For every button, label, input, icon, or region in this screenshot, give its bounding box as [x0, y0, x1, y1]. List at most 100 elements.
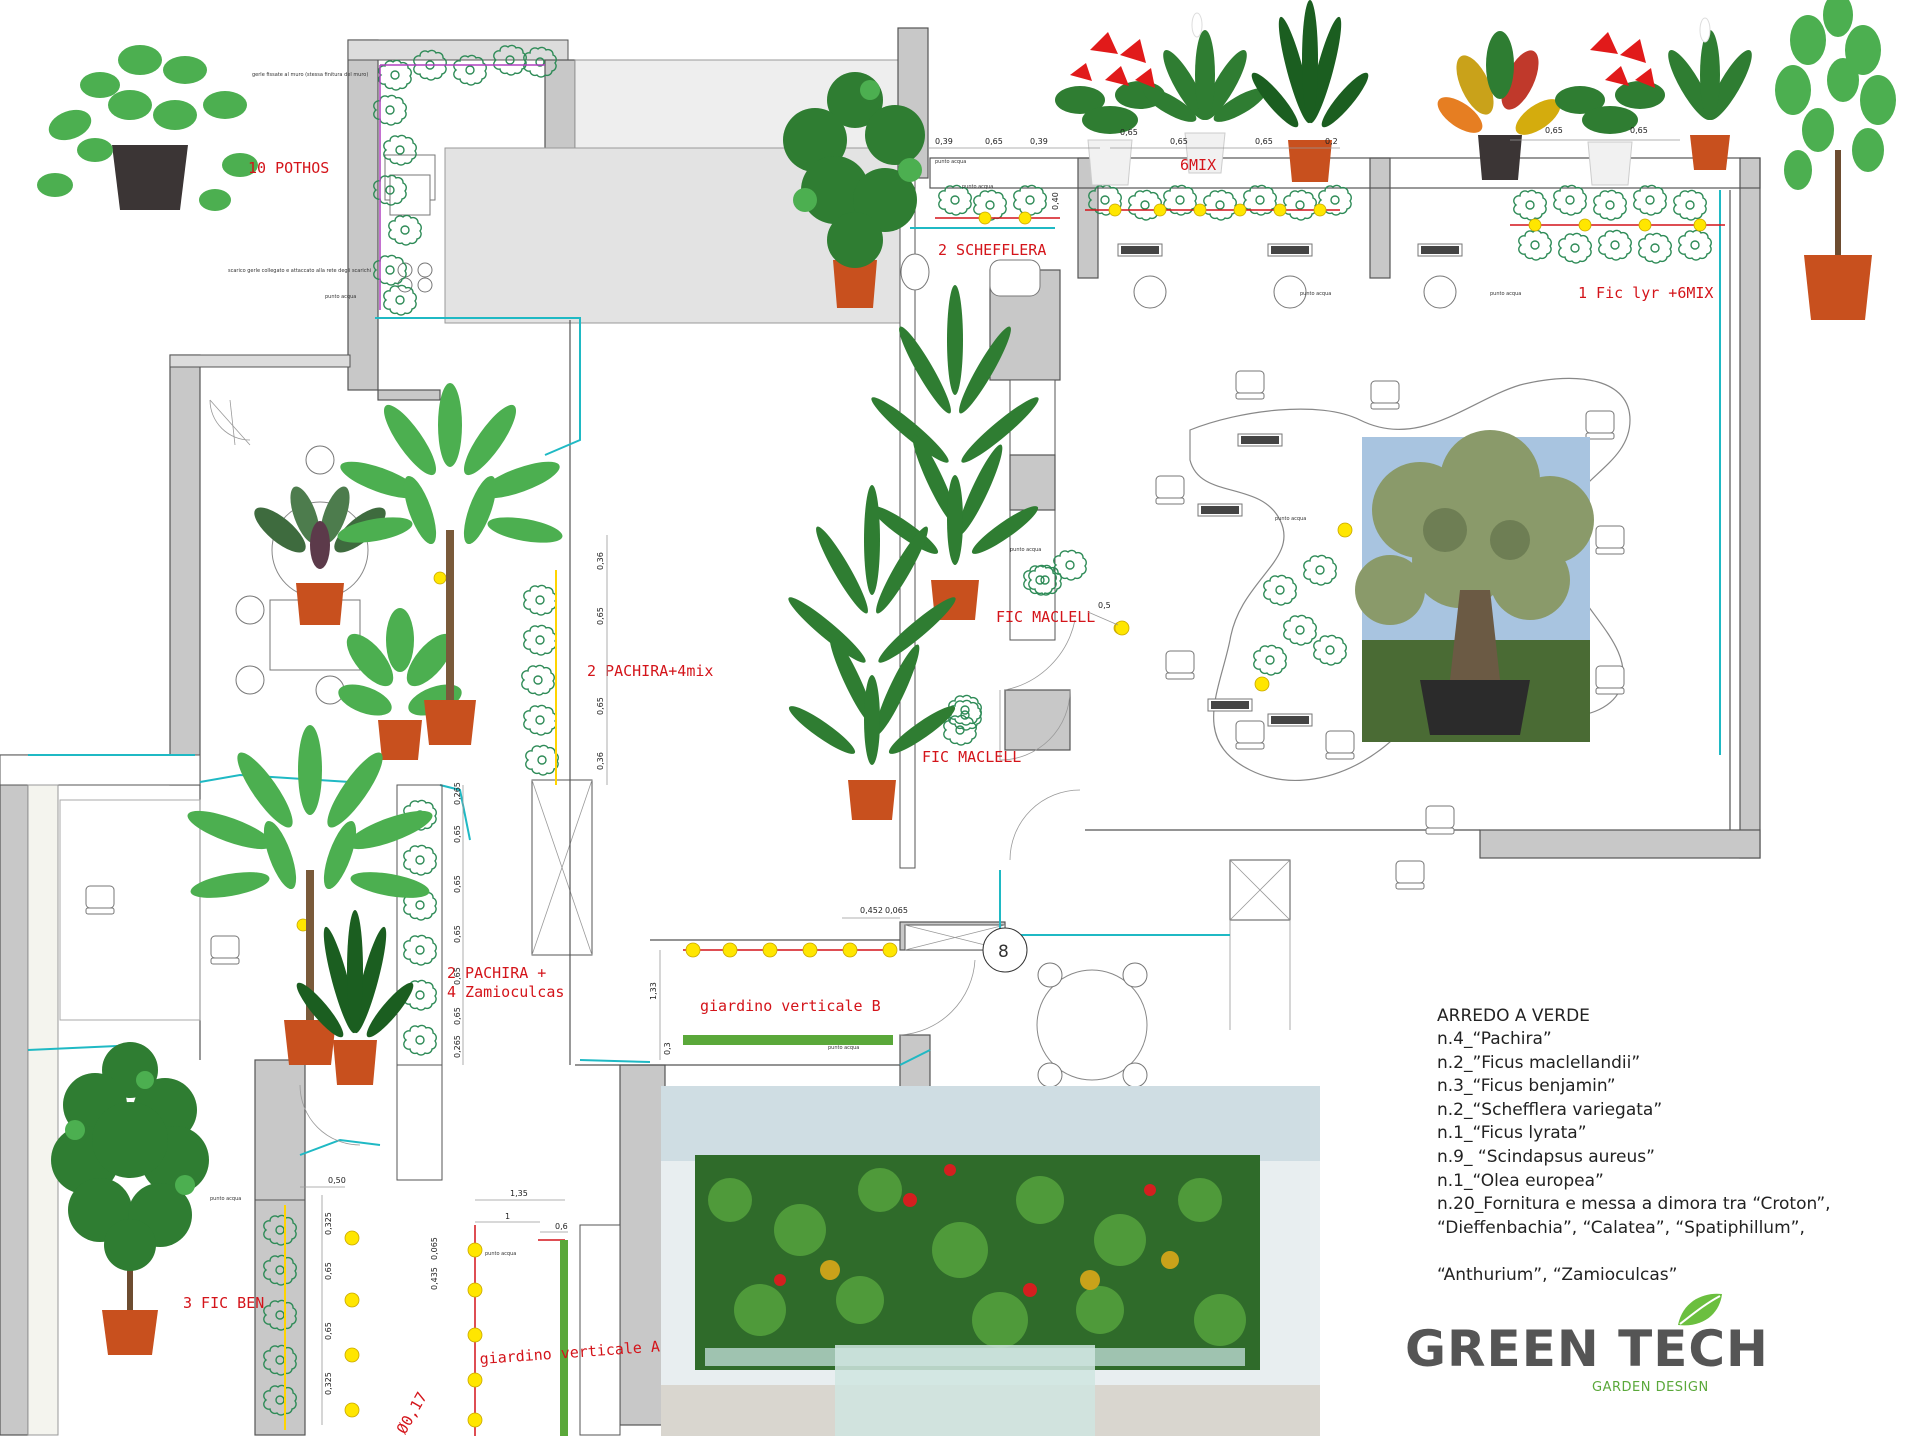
svg-text:0,65: 0,65	[1545, 126, 1563, 135]
label-ficben: 3 FIC BEN	[183, 1294, 264, 1312]
svg-text:0,36: 0,36	[596, 752, 605, 770]
svg-text:0,325: 0,325	[324, 1372, 333, 1395]
note-punto-acqua-6: punto acqua	[1275, 516, 1306, 522]
planter-giardinoB	[683, 942, 898, 1045]
dim-door: 0,452 0,065	[842, 906, 908, 919]
spathiphyllum-plant-image	[1143, 12, 1267, 174]
wall	[254, 1059, 306, 1436]
planter-top-row	[935, 184, 1725, 264]
legend-item: n.1_“Ficus lyrata”	[1437, 1123, 1587, 1144]
fic-maclell-symbols	[948, 564, 1130, 731]
note-punto-acqua-7: punto acqua	[828, 1045, 859, 1051]
label-diameter: Ø0,17	[393, 1389, 431, 1436]
outline	[929, 157, 1761, 189]
spathiphyllum-plant-image-2	[1668, 17, 1752, 170]
legend-item: n.9_ “Scindapsus aureus”	[1437, 1146, 1655, 1167]
note-punto-acqua-2: punto acqua	[962, 184, 993, 190]
vertical-garden-photo	[661, 1086, 1320, 1436]
wall	[377, 389, 441, 401]
svg-text:1,35: 1,35	[510, 1189, 528, 1198]
label-ficlyr: 1 Fic lyr +6MIX	[1578, 284, 1713, 302]
svg-text:0,36: 0,36	[596, 552, 605, 570]
dim-right-top: 0,65 0,65	[1510, 126, 1680, 141]
note-punto-acqua-3: punto acqua	[1300, 291, 1331, 297]
zamioculcas-plant-image	[1251, 0, 1369, 182]
svg-text:0,40: 0,40	[1051, 192, 1060, 210]
legend-item: n.2_“Schefflera variegata”	[1437, 1099, 1663, 1120]
wall	[347, 39, 569, 61]
brand-subtitle: GARDEN DESIGN	[1592, 1380, 1709, 1395]
legend-item: n.20_Fornitura e messa a dimora tra “Cro…	[1437, 1194, 1831, 1215]
svg-text:0,65: 0,65	[1255, 137, 1273, 146]
cabinet	[396, 784, 443, 1181]
note-punto-acqua-10: punto acqua	[935, 159, 966, 165]
wall	[1369, 157, 1391, 279]
ficus-maclellandii-plant-image-2	[788, 485, 956, 820]
dim-pachira-col: 0,36 0,65 0,65 0,36	[596, 535, 608, 785]
label-pothos: 10 POTHOS	[248, 159, 329, 177]
ficus-maclellandii-plant-image	[871, 285, 1039, 620]
desk-row-top	[1117, 243, 1463, 309]
dim-fic: 0,5	[1087, 601, 1119, 626]
croton-plant-image	[1437, 31, 1561, 180]
svg-text:1: 1	[505, 1212, 510, 1221]
planter-giardinoA	[467, 1225, 568, 1436]
svg-text:0,65: 0,65	[453, 925, 462, 943]
svg-text:0,265: 0,265	[453, 782, 462, 805]
note-punto-acqua-8: punto acqua	[210, 1196, 241, 1202]
note-scarico: scarico gerle collegato e attaccato alla…	[228, 268, 371, 274]
ficus-lyrata-plant-image	[1775, 0, 1896, 320]
svg-text:0,39: 0,39	[1030, 137, 1048, 146]
wall	[0, 754, 201, 786]
svg-text:0,435: 0,435	[430, 1267, 439, 1290]
label-pachira-zamio-2: 4 Zamioculcas	[447, 983, 564, 1001]
svg-text:0,65: 0,65	[1630, 126, 1648, 135]
brand-name: GREEN TECH	[1405, 1320, 1769, 1378]
label-6mix: 6MIX	[1180, 156, 1216, 174]
note-gerle: gerle fissate al muro (stessa finitura d…	[252, 72, 368, 78]
legend-title: ARREDO A VERDE	[1437, 1006, 1590, 1026]
svg-text:0,65: 0,65	[596, 607, 605, 625]
note-punto-acqua-1: punto acqua	[325, 294, 356, 300]
legend-item: n.1_“Olea europea”	[1437, 1170, 1604, 1191]
label-giardino-b: giardino verticale B	[700, 997, 881, 1015]
svg-text:0,65: 0,65	[453, 825, 462, 843]
svg-text:0,65: 0,65	[324, 1262, 333, 1280]
svg-text:1,33: 1,33	[649, 982, 658, 1000]
wall	[1739, 157, 1761, 859]
svg-text:0,325: 0,325	[324, 1212, 333, 1235]
anthurium-plant-image-2	[1555, 32, 1665, 186]
planter-ficben-column	[254, 1199, 360, 1436]
svg-text:0,2: 0,2	[1325, 137, 1338, 146]
leaf-icon	[1678, 1293, 1722, 1326]
pachira-plant-image	[337, 383, 563, 745]
svg-text:0,452: 0,452	[860, 906, 883, 915]
svg-text:0,50: 0,50	[328, 1176, 346, 1185]
legend-item: n.4_“Pachira”	[1437, 1029, 1552, 1049]
dim-ficben-col: 0,50 0,325 0,65 0,65 0,325	[300, 1176, 346, 1425]
wall	[1009, 454, 1056, 511]
wall	[1004, 689, 1071, 751]
note-punto-acqua-4: punto acqua	[1490, 291, 1521, 297]
legend-item: “Dieffenbachia”, “Calatea”, “Spatiphillu…	[1437, 1217, 1805, 1238]
wall	[1479, 829, 1761, 859]
svg-text:0,065: 0,065	[430, 1237, 439, 1260]
svg-text:0,65: 0,65	[985, 137, 1003, 146]
legend-item	[1437, 1240, 1897, 1264]
planter-pachira-column	[521, 570, 559, 785]
ficus-benjamin-plant-image	[51, 1042, 209, 1355]
schefflera-plant-image	[783, 72, 925, 308]
svg-text:0,65: 0,65	[324, 1322, 333, 1340]
legend-item: n.2_”Ficus maclellandii”	[1437, 1052, 1641, 1073]
planter-mid-column	[396, 784, 443, 1066]
wall	[169, 354, 351, 368]
svg-text:0,065: 0,065	[885, 906, 908, 915]
svg-text:0,65: 0,65	[596, 697, 605, 715]
label-ficmaclell-1: FIC MACLELL	[996, 608, 1095, 626]
wall	[0, 754, 29, 1436]
green-tech-logo: GREEN TECH GARDEN DESIGN	[1405, 1293, 1825, 1430]
svg-text:0,65: 0,65	[453, 1007, 462, 1025]
dim-giardino-a: 1,35 1 0,6 0,065 0,435	[430, 1189, 568, 1290]
wall	[619, 1064, 666, 1426]
room-number: 8	[998, 942, 1009, 962]
